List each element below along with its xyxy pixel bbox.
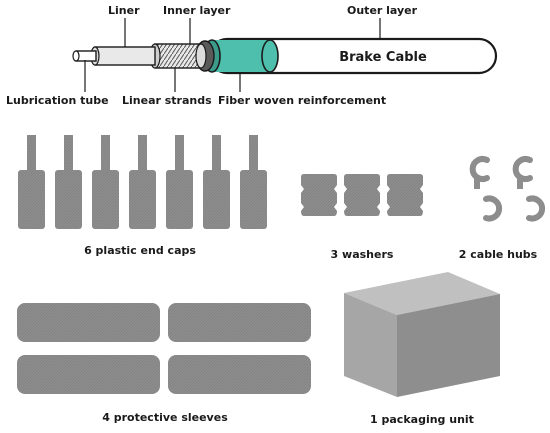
washer xyxy=(344,174,380,216)
washer xyxy=(301,174,337,216)
box-side-face xyxy=(397,294,500,397)
lubrication-tube-label: Lubrication tube xyxy=(6,94,109,107)
packaging-unit-box xyxy=(344,272,500,397)
plastic-end-cap xyxy=(203,135,230,229)
cable-hub xyxy=(469,156,503,222)
end-caps-caption: 6 plastic end caps xyxy=(84,244,196,257)
box-top-face xyxy=(344,272,500,315)
box-front-face xyxy=(344,293,397,397)
cable-illustration: Liner Inner layer Outer layer Brake Cabl… xyxy=(6,4,498,107)
protective-sleeves-caption: 4 protective sleeves xyxy=(102,411,228,424)
cable-hubs-caption: 2 cable hubs xyxy=(459,248,538,261)
washers-group xyxy=(301,174,423,216)
liner-section xyxy=(90,46,156,66)
liner-label: Liner xyxy=(108,4,140,17)
plastic-end-caps-group xyxy=(18,135,267,229)
plastic-end-cap xyxy=(55,135,82,229)
fiber-reinforcement-label: Fiber woven reinforcement xyxy=(218,94,386,107)
cable-hub xyxy=(512,156,546,222)
protective-sleeve xyxy=(17,303,160,342)
plastic-end-cap xyxy=(18,135,45,229)
fiber-reinforcement-layer xyxy=(203,39,279,73)
brake-cable-label: Brake Cable xyxy=(339,50,427,65)
lubrication-tube-section xyxy=(72,50,97,62)
washers-caption: 3 washers xyxy=(331,248,394,261)
plastic-end-cap xyxy=(166,135,193,229)
protective-sleeve xyxy=(168,303,311,342)
outer-layer-label: Outer layer xyxy=(347,4,418,17)
plastic-end-cap xyxy=(240,135,267,229)
protective-sleeves-group xyxy=(17,303,311,394)
plastic-end-cap xyxy=(129,135,156,229)
packaging-unit-caption: 1 packaging unit xyxy=(370,413,474,426)
inner-layer-label: Inner layer xyxy=(163,4,231,17)
linear-strands-section xyxy=(149,43,207,69)
linear-strands-label: Linear strands xyxy=(122,94,212,107)
washer xyxy=(387,174,423,216)
cable-hubs-group xyxy=(469,156,546,222)
protective-sleeve xyxy=(17,355,160,394)
plastic-end-cap xyxy=(92,135,119,229)
protective-sleeve xyxy=(168,355,311,394)
